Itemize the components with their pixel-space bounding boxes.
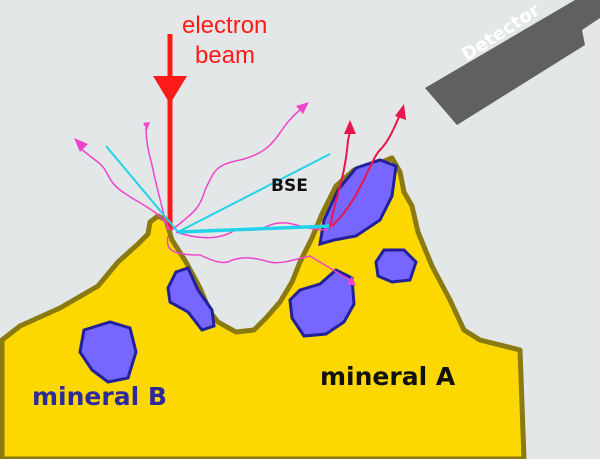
mineral-b-grains	[78, 158, 418, 384]
detector	[425, 0, 600, 125]
mineral-b-grain	[374, 248, 418, 284]
mineral-b-label: mineral B	[32, 382, 167, 411]
beam-arrowhead-icon	[153, 76, 187, 104]
bse-label: BSE	[271, 176, 308, 196]
mineral-a-sample	[0, 155, 527, 459]
mineral-b-grain	[78, 320, 138, 384]
beam	[153, 34, 187, 230]
detected-electrons	[329, 114, 401, 229]
mineral-b-grain	[166, 266, 216, 332]
trajectory-arrowheads	[74, 102, 356, 286]
electron-beam-label-line2: beam	[195, 42, 256, 69]
electron-beam-label: electron	[182, 12, 268, 39]
bse-rays	[105, 145, 333, 234]
mineral-a-label: mineral A	[320, 362, 456, 391]
detected-arrowheads	[344, 104, 406, 134]
mineral-b-grain	[288, 268, 356, 338]
